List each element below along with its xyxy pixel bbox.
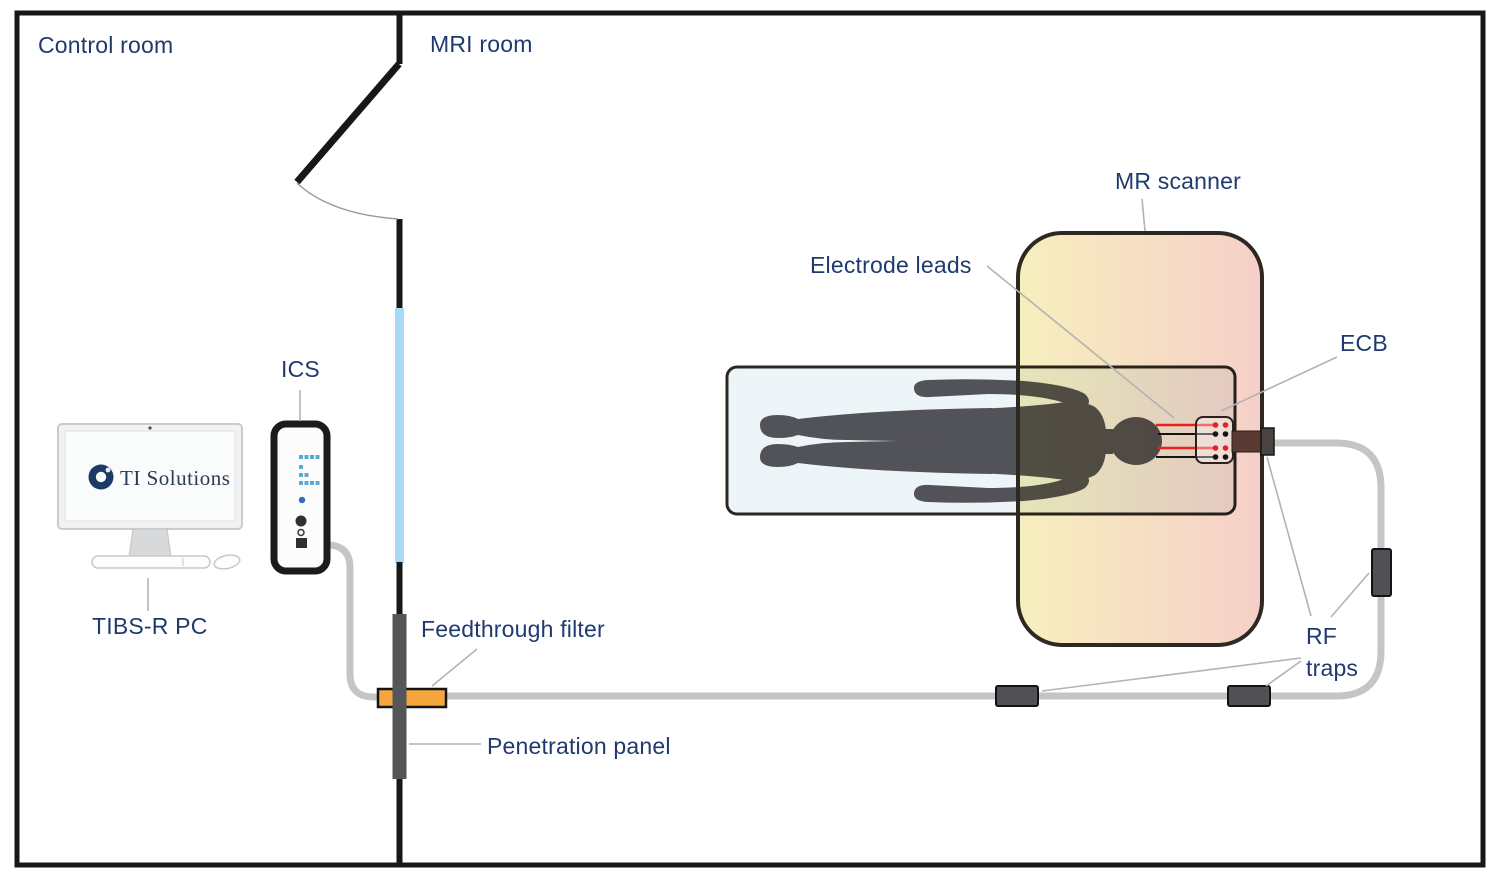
ics-led-matrix-icon bbox=[299, 455, 320, 485]
ics-power-button bbox=[295, 515, 307, 527]
rf-trap-left bbox=[995, 685, 1039, 707]
electrode-leads-label: Electrode leads bbox=[810, 252, 972, 278]
mouse bbox=[213, 554, 241, 570]
ti-solutions-logo-icon bbox=[88, 464, 114, 490]
room-outer-wall bbox=[14, 10, 1486, 868]
rf-traps-leader-far bbox=[1041, 657, 1302, 692]
electrode-leads bbox=[1156, 423, 1213, 458]
patient-bottom-leg bbox=[759, 440, 992, 474]
mr-scanner-leader bbox=[1141, 198, 1146, 232]
feedthrough-filter bbox=[376, 687, 448, 709]
patient-top-leg bbox=[759, 408, 992, 442]
leader-lines bbox=[147, 198, 1370, 745]
control-room-window bbox=[395, 308, 404, 563]
feedthrough-filter-leader bbox=[431, 648, 478, 687]
ics-port-icon bbox=[296, 538, 307, 548]
rf-traps-leader-connector bbox=[1266, 456, 1312, 617]
mr-scanner-label: MR scanner bbox=[1115, 168, 1241, 194]
ics-label: ICS bbox=[281, 356, 320, 382]
ecb-label: ECB bbox=[1340, 330, 1388, 356]
rf-traps-label: RF traps bbox=[1306, 623, 1359, 682]
rf-trap-middle bbox=[1227, 685, 1271, 707]
ecb-leader bbox=[1220, 356, 1338, 412]
electrode-leads-leader bbox=[986, 265, 1175, 419]
mr-scanner-body bbox=[1018, 233, 1262, 645]
penetration-panel-label: Penetration panel bbox=[487, 733, 671, 759]
tibs-pc-monitor bbox=[57, 423, 243, 570]
ics-device bbox=[270, 420, 331, 575]
rf-trap-vertical bbox=[1371, 548, 1392, 597]
ics-indicator-ring-icon bbox=[297, 528, 305, 537]
door-swing-arc bbox=[296, 182, 399, 220]
tibs-r-pc-label: TIBS-R PC bbox=[92, 613, 208, 639]
ecb-connector-cap bbox=[1260, 427, 1275, 456]
rf-traps-leader-near bbox=[1265, 660, 1302, 687]
keyboard bbox=[91, 555, 211, 569]
ti-solutions-logo-text: TI Solutions bbox=[120, 466, 231, 490]
penetration-panel bbox=[392, 614, 407, 779]
mri-room-label: MRI room bbox=[430, 31, 533, 57]
ecb-contacts bbox=[1212, 422, 1229, 460]
feedthrough-filter-label: Feedthrough filter bbox=[421, 616, 605, 642]
ics-cable bbox=[326, 541, 384, 701]
monitor-stand bbox=[128, 528, 172, 557]
control-room-label: Control room bbox=[38, 32, 174, 58]
webcam-icon bbox=[148, 426, 152, 430]
ics-status-led-icon bbox=[298, 496, 306, 504]
rf-traps-leader-vertical bbox=[1330, 572, 1370, 618]
door bbox=[294, 61, 402, 185]
ecb-connector bbox=[1231, 430, 1263, 453]
